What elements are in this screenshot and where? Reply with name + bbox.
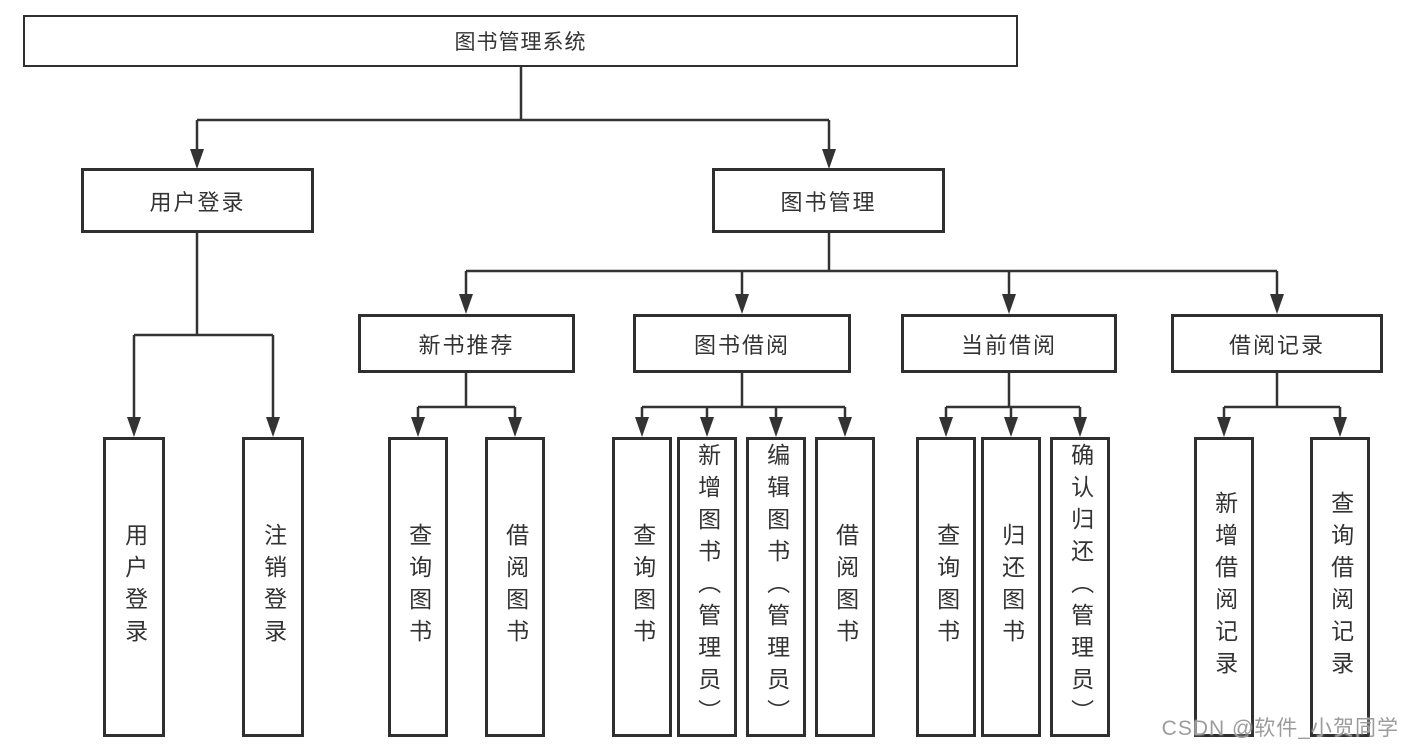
node-label: 编辑图书（管理员） — [763, 443, 790, 731]
node-label: 查询图书 — [933, 523, 960, 651]
node-label: 查询图书 — [405, 523, 432, 651]
node-label: 用户登录 — [149, 189, 246, 215]
node-label: 确认归还（管理员） — [1067, 443, 1094, 731]
node-label: 图书管理 — [780, 189, 877, 215]
leaf-return-books: 归还图书 — [981, 437, 1041, 737]
csdn-watermark: CSDN @软件_小贺同学 — [1161, 717, 1399, 740]
leaf-add-books-admin: 新增图书（管理员） — [677, 437, 737, 737]
node-book-management-system: 图书管理系统 — [23, 15, 1018, 67]
leaf-query-books-current: 查询图书 — [916, 437, 976, 737]
node-new-book-recommendation: 新书推荐 — [358, 314, 575, 373]
node-label: 新增借阅记录 — [1211, 491, 1238, 683]
node-label: 借阅记录 — [1228, 332, 1325, 358]
leaf-add-borrow-record: 新增借阅记录 — [1194, 437, 1254, 737]
node-borrowing-records: 借阅记录 — [1171, 314, 1383, 373]
leaf-borrow-books-recommend: 借阅图书 — [485, 437, 545, 737]
node-label: 新书推荐 — [418, 332, 515, 358]
node-book-management: 图书管理 — [712, 168, 945, 233]
node-label: 借阅图书 — [502, 523, 529, 651]
leaf-query-borrow-record: 查询借阅记录 — [1310, 437, 1370, 737]
node-label: 查询借阅记录 — [1327, 491, 1354, 683]
node-label: 注销登录 — [260, 523, 287, 651]
node-label: 用户登录 — [121, 523, 148, 651]
node-book-borrowing: 图书借阅 — [633, 314, 851, 373]
leaf-logout: 注销登录 — [242, 437, 304, 737]
node-label: 借阅图书 — [832, 523, 859, 651]
leaf-borrow-books-borrowing: 借阅图书 — [815, 437, 875, 737]
node-label: 新增图书（管理员） — [694, 443, 721, 731]
node-label: 归还图书 — [998, 523, 1025, 651]
leaf-query-books-borrowing: 查询图书 — [612, 437, 672, 737]
leaf-query-books-recommend: 查询图书 — [388, 437, 448, 737]
leaf-user-login: 用户登录 — [103, 437, 165, 737]
node-label: 图书管理系统 — [454, 31, 587, 54]
leaf-edit-books-admin: 编辑图书（管理员） — [746, 437, 806, 737]
node-user-login: 用户登录 — [81, 168, 314, 233]
node-label: 图书借阅 — [693, 332, 790, 358]
node-current-borrowing: 当前借阅 — [901, 314, 1117, 373]
node-label: 查询图书 — [629, 523, 656, 651]
node-label: 当前借阅 — [960, 332, 1057, 358]
leaf-confirm-return-admin: 确认归还（管理员） — [1050, 437, 1110, 737]
